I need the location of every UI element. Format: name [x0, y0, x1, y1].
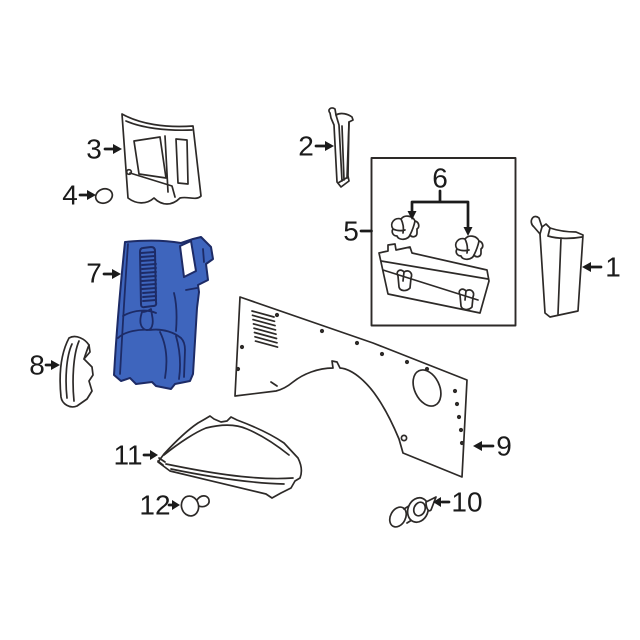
callout-4-arrowhead: [87, 190, 96, 200]
part-9-oval-opening: [412, 369, 442, 407]
callout-9-arrowhead: [473, 441, 482, 451]
callout-12-label: 12: [139, 490, 170, 521]
callout-6-label: 6: [432, 163, 448, 194]
sill-plate-hook-right: [458, 288, 475, 311]
part-3-hole: [125, 168, 133, 176]
callout-11-label: 11: [113, 440, 142, 471]
part-1-details: [539, 226, 583, 315]
part-7-contours: [117, 243, 205, 380]
callout-12-arrowhead: [172, 500, 180, 510]
callout-2[interactable]: 2: [298, 131, 334, 162]
callout-5-label: 5: [343, 216, 359, 247]
part-8-details: [65, 340, 90, 402]
part-9-vent-slats: [251, 310, 279, 348]
callout-10-arrowhead: [433, 497, 441, 507]
callout-10-label: 10: [451, 487, 482, 518]
part-6-clip-left: [390, 215, 420, 241]
part-8-bracket-drawing: [59, 335, 94, 408]
part-2-details: [335, 114, 350, 184]
part-1-outline: [530, 215, 584, 318]
callout-2-label: 2: [298, 131, 314, 162]
part-9-clip-dots: [235, 312, 465, 446]
highlight-layer: [113, 236, 214, 390]
callout-1[interactable]: 1: [582, 252, 621, 283]
callout-layer: 1 2 3 4 5: [29, 131, 621, 521]
callout-4[interactable]: 4: [62, 180, 96, 211]
part-10-pin-drawing: [388, 496, 437, 528]
part-1-pillar-trim-drawing: [530, 215, 584, 318]
sill-plate-outline: [378, 243, 490, 314]
part-3-pillar-trim-drawing: [121, 113, 202, 205]
callout-11-arrowhead: [150, 450, 158, 460]
part-7-louver-slats: [140, 251, 157, 302]
callout-8-arrowhead: [51, 360, 60, 370]
callout-7-label: 7: [86, 258, 102, 289]
part-3-outline: [121, 113, 202, 205]
part-12-clip-drawing: [180, 495, 210, 517]
callout-11[interactable]: 11: [113, 440, 158, 471]
callout-3-arrowhead: [113, 144, 122, 154]
part-11-wheel-house-drawing: [157, 415, 303, 499]
part-3-details: [125, 120, 193, 198]
callout-6-bracket-lines: [410, 189, 470, 230]
callout-8-label: 8: [29, 350, 45, 381]
callout-2-arrowhead: [325, 141, 334, 151]
callout-1-arrowhead: [582, 262, 591, 272]
part-6-clip-right: [454, 235, 484, 261]
part-9-arch-detail: [270, 381, 278, 387]
callout-6-arrowhead-left: [407, 211, 417, 220]
callout-6-arrowhead-right: [463, 227, 473, 236]
callout-6[interactable]: 6: [407, 163, 473, 237]
part-7-notch-opening: [179, 240, 197, 278]
callout-5[interactable]: 5: [343, 216, 373, 247]
part-2-pillar-trim-drawing: [328, 107, 354, 188]
callout-8[interactable]: 8: [29, 350, 60, 381]
part-7-louver-frame: [139, 246, 158, 309]
sill-plate-hook-left: [396, 269, 413, 292]
line-art-layer: [59, 107, 584, 528]
callout-1-label: 1: [605, 252, 621, 283]
callout-9[interactable]: 9: [473, 431, 512, 462]
part-7-quarter-trim-highlighted[interactable]: [113, 236, 214, 390]
callout-10[interactable]: 10: [433, 487, 483, 518]
part-9-quarter-panel-drawing: [234, 296, 468, 478]
callout-7[interactable]: 7: [86, 258, 121, 289]
callout-12[interactable]: 12: [139, 490, 180, 521]
part-9-small-hole: [400, 434, 408, 442]
part-11-details: [157, 424, 294, 485]
part-9-outline: [234, 296, 468, 478]
callout-3-label: 3: [86, 134, 102, 165]
callout-9-label: 9: [496, 431, 512, 462]
sill-plate-drawing: [378, 243, 490, 314]
part-6-clips-drawing: [390, 215, 484, 261]
sill-plate-details: [380, 260, 489, 301]
callout-4-label: 4: [62, 180, 78, 211]
part-4-grommet-drawing: [94, 187, 114, 205]
callout-7-arrowhead: [112, 269, 121, 279]
callout-3[interactable]: 3: [86, 134, 122, 165]
